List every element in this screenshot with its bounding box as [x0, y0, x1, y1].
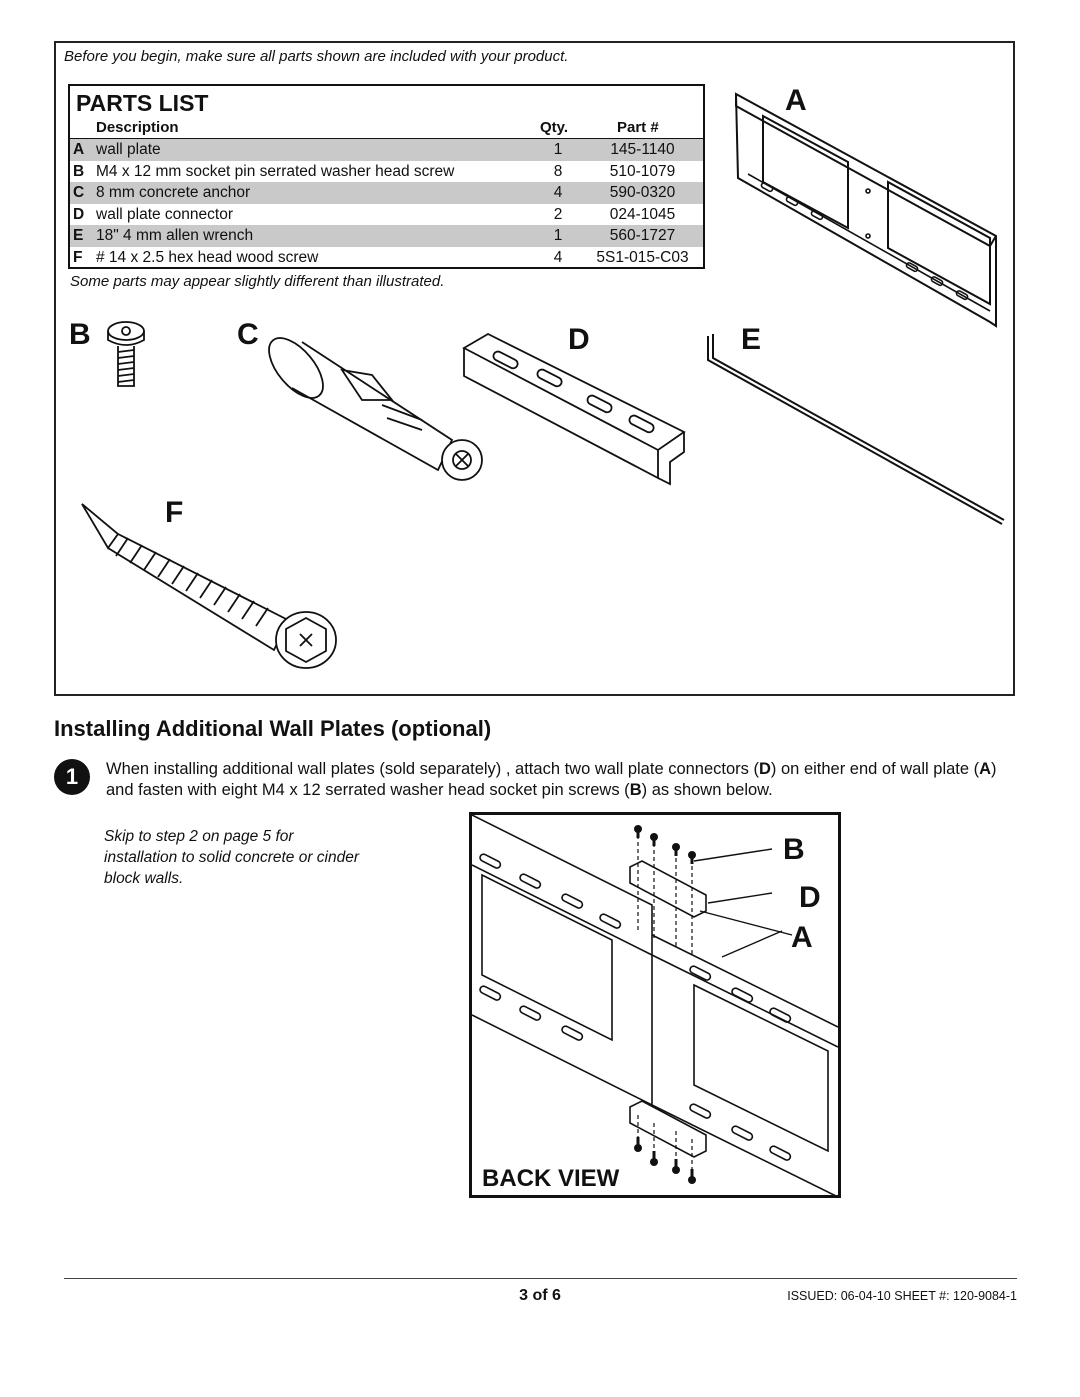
wall-plate-connector-illustration: [462, 332, 686, 486]
issued-sheet-info: ISSUED: 06-04-10 SHEET #: 120-9084-1: [787, 1289, 1017, 1303]
label-c: C: [237, 318, 259, 351]
label-e: E: [741, 323, 762, 356]
parts-list-panel: [54, 41, 1015, 696]
hex-wood-screw-illustration: [81, 503, 337, 669]
header-description: Description: [96, 119, 179, 136]
header-part: Part #: [617, 119, 659, 136]
page-number: 3 of 6: [519, 1287, 561, 1304]
socket-screw-illustration: [107, 321, 145, 387]
label-b: B: [69, 318, 91, 351]
wall-plate-illustration: [734, 92, 997, 328]
diagram-label-a: A: [791, 921, 813, 954]
label-d: D: [568, 323, 590, 356]
label-f: F: [165, 496, 184, 529]
back-view-diagram: B D A BACK VIEW: [469, 812, 841, 1198]
allen-wrench-illustration: [707, 334, 1005, 525]
header-qty: Qty.: [540, 119, 569, 136]
footer-divider: [64, 1278, 1017, 1279]
diagram-label-d: D: [799, 881, 821, 914]
skip-note: Skip to step 2 on page 5 for installatio…: [104, 828, 360, 887]
label-a: A: [785, 84, 807, 117]
back-view-caption: BACK VIEW: [482, 1165, 620, 1192]
parts-note: Some parts may appear slightly different…: [70, 273, 445, 290]
parts-list-title: PARTS LIST: [76, 90, 209, 116]
diagram-label-b: B: [783, 833, 805, 866]
back-view-illustration: [472, 815, 838, 1195]
step-number-badge: 1: [54, 759, 90, 795]
intro-note: Before you begin, make sure all parts sh…: [64, 48, 569, 65]
concrete-anchor-illustration: [268, 337, 483, 481]
step-instructions: When installing additional wall plates (…: [106, 760, 997, 799]
section-title: Installing Additional Wall Plates (optio…: [54, 716, 492, 741]
